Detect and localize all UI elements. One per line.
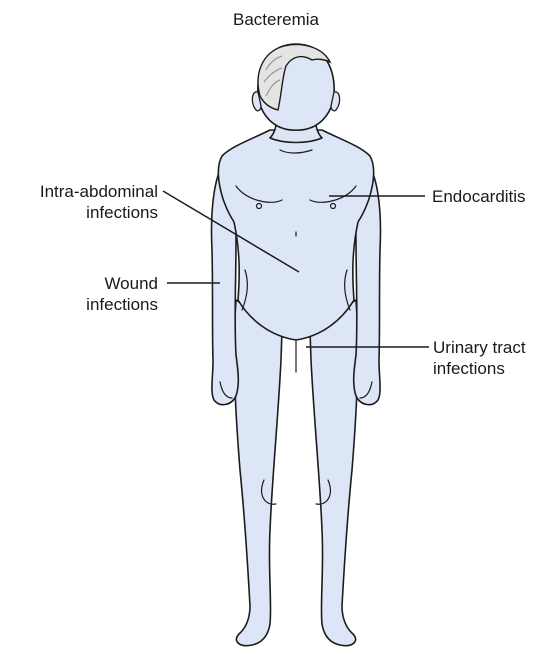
label-urinary-line1: Urinary tract bbox=[433, 337, 526, 358]
label-wound-line2: infections bbox=[0, 294, 158, 315]
right-leg bbox=[234, 300, 282, 646]
label-intra-abdominal: Intra-abdominal infections bbox=[0, 181, 158, 223]
label-intra-abdominal-line2: infections bbox=[0, 202, 158, 223]
label-intra-abdominal-line1: Intra-abdominal bbox=[0, 181, 158, 202]
label-urinary-line2: infections bbox=[433, 358, 526, 379]
label-wound-line1: Wound bbox=[0, 273, 158, 294]
label-endocarditis: Endocarditis bbox=[432, 186, 526, 207]
label-urinary: Urinary tract infections bbox=[433, 337, 526, 379]
label-wound: Wound infections bbox=[0, 273, 158, 315]
left-leg bbox=[310, 300, 358, 646]
